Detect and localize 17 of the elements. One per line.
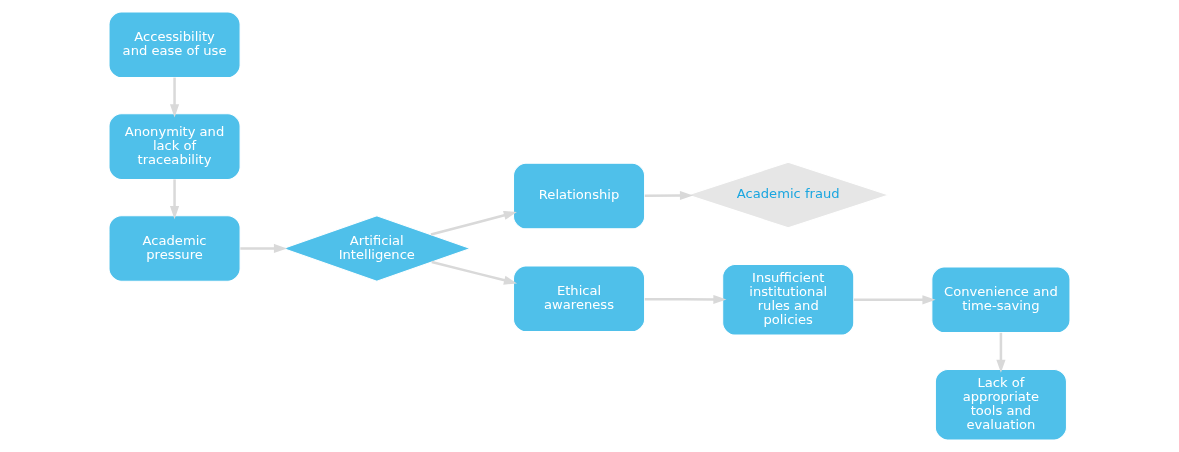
arrow: [853, 295, 936, 305]
arrow: [240, 243, 288, 254]
arrow: [996, 332, 1006, 373]
node-box: Ethical awareness: [513, 265, 646, 333]
node-box: Convenience and time-saving: [931, 266, 1071, 334]
node-box: Insufficient institutional rules and policies: [722, 264, 855, 336]
arrow: [169, 77, 180, 118]
arrow: [431, 260, 518, 285]
arrow: [430, 210, 517, 236]
arrow: [169, 179, 180, 220]
node-box: Relationship: [513, 162, 646, 230]
arrow: [644, 190, 694, 201]
node-box: Academic pressure: [108, 215, 241, 282]
node-box: Anonymity and lack of traceability: [108, 113, 241, 180]
node-box: Accessibility and ease of use: [108, 11, 241, 79]
arrow: [644, 294, 727, 305]
node-box: Lack of appropriate tools and evaluation: [934, 368, 1067, 441]
